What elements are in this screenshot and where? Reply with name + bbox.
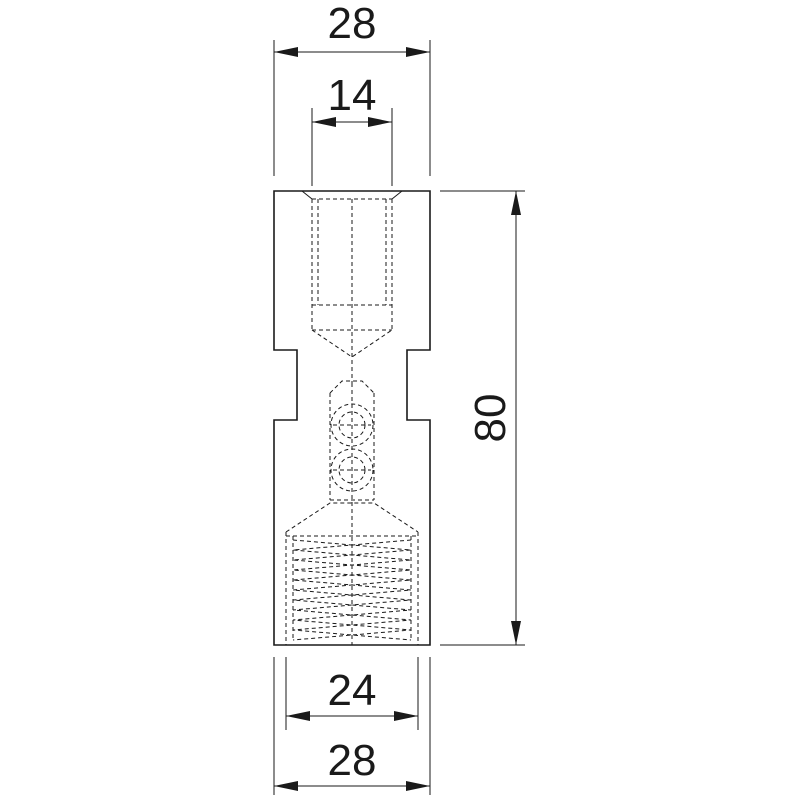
- dim-top-bore: 14: [312, 71, 392, 127]
- spring-coils-back: [292, 539, 412, 641]
- top-chamfer-line-right: [391, 190, 403, 200]
- dim-top-outer-label: 28: [328, 0, 377, 48]
- ball-upper: [330, 403, 374, 447]
- ball-lower: [330, 448, 374, 492]
- dim-bottom-inner-label: 24: [328, 666, 377, 715]
- body-outline: [273, 190, 431, 646]
- hidden-features: [285, 198, 419, 645]
- dim-top-outer: 28: [274, 0, 430, 57]
- part-outline: [273, 190, 431, 646]
- dim-overall-height: 80: [466, 191, 521, 645]
- dim-bottom-outer-label: 28: [328, 736, 377, 785]
- extension-lines: [273, 40, 525, 795]
- dim-top-bore-label: 14: [328, 71, 377, 120]
- dim-bottom-outer: 28: [274, 736, 430, 791]
- dim-overall-height-label: 80: [466, 394, 515, 443]
- spring-coils: [292, 539, 412, 641]
- mid-cavity-top: [329, 380, 375, 394]
- dim-bottom-inner: 24: [286, 666, 418, 721]
- top-chamfer-line: [301, 190, 313, 200]
- drill-tip: [311, 329, 393, 358]
